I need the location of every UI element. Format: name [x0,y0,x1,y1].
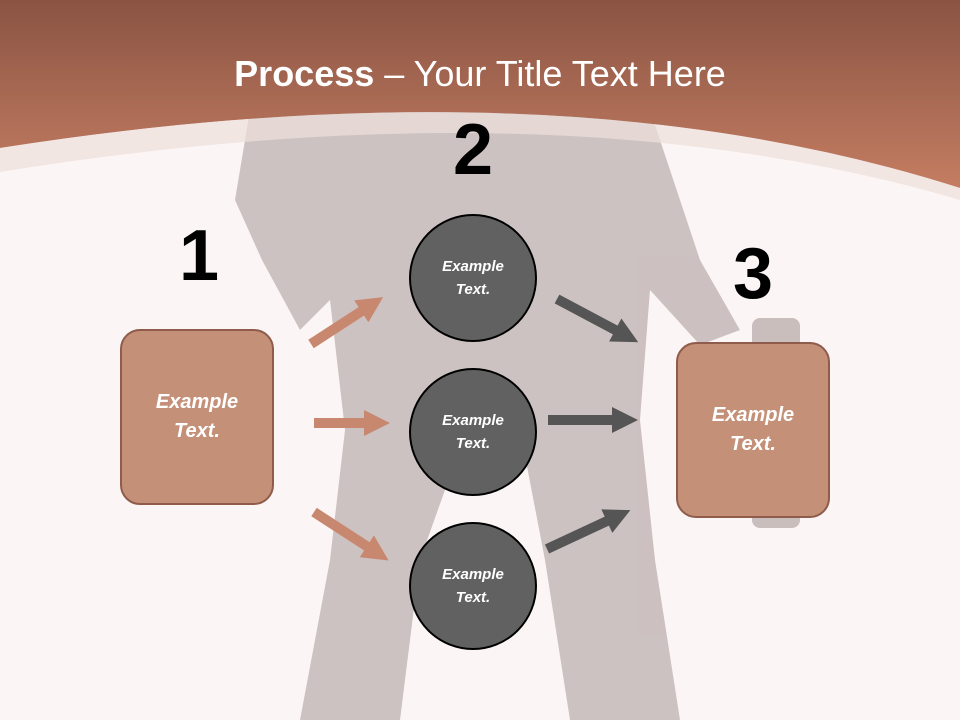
title-bold: Process [234,53,375,94]
slide-title: Process – Your Title Text Here [0,52,960,96]
arrow-left-down [311,507,389,561]
step-number-1: 1 [178,216,220,296]
right-text-box: Example Text. [676,342,830,518]
circle-top: Example Text. [409,214,537,342]
arrow-right-down [554,294,639,343]
circle-middle-text: Example Text. [442,412,504,452]
header-swoosh [0,112,960,200]
circle-middle: Example Text. [409,368,537,496]
arrow-left-middle [314,410,390,436]
right-box-text: Example Text. [711,404,795,455]
arrow-right-up [544,509,631,554]
circle-bottom: Example Text. [409,522,537,650]
circle-top-text: Example Text. [442,258,504,298]
title-rest: – Your Title Text Here [374,53,726,94]
step-number-3: 3 [732,234,774,314]
arrow-left-up [308,297,384,349]
left-box-text: Example Text. [155,391,239,442]
step-number-2: 2 [452,110,494,190]
left-text-box: Example Text. [120,329,274,505]
header-band [0,0,960,188]
circle-bottom-text: Example Text. [442,566,504,606]
arrow-right-middle [548,407,638,433]
